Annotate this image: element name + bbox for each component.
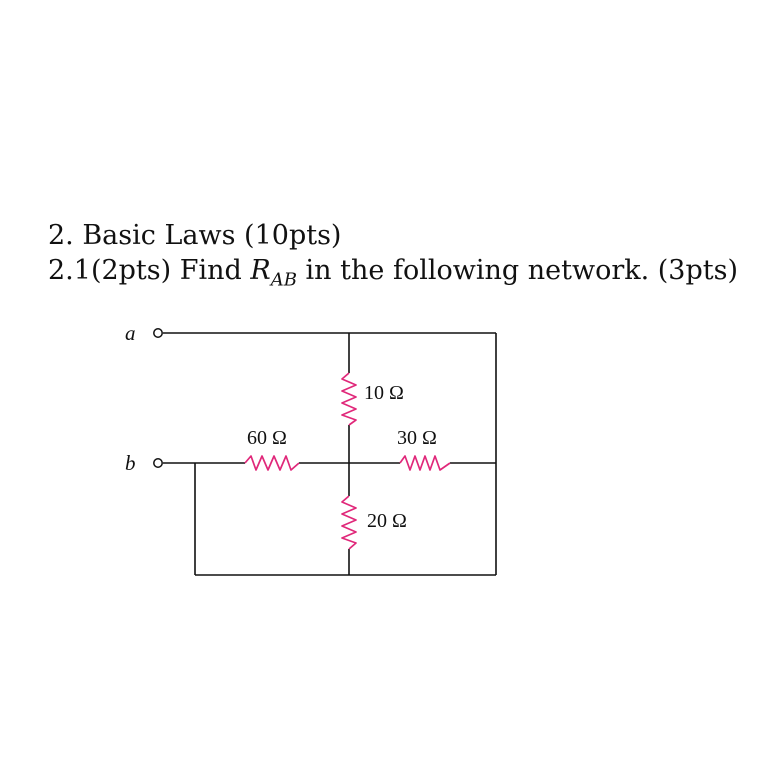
wires [163,332,497,576]
terminal-b-label: b [125,451,136,475]
resistor-60-label: 60 Ω [247,427,287,449]
terminal-a [153,328,163,338]
problem-statement: 2.1(2pts) Find RAB in the following netw… [48,257,738,289]
resistor-10-symbol [341,372,357,426]
resistor-60-symbol [244,455,300,471]
resistance-symbol: RAB [250,255,297,289]
statement-suffix: in the following network. (3pts) [296,255,738,286]
resistor-30-label: 30 Ω [397,427,437,449]
statement-prefix: 2.1(2pts) Find [48,255,251,286]
problem-heading: 2. Basic Laws (10pts) [48,220,342,251]
symbol-subscript: AB [270,269,297,291]
resistor-10-label: 10 Ω [364,382,404,404]
terminal-a-label: a [125,321,136,345]
symbol-main: R [250,255,271,286]
resistor-30-symbol [399,455,451,471]
resistor-20-symbol [341,495,357,550]
terminal-b [153,458,163,468]
resistor-20-label: 20 Ω [367,510,407,532]
